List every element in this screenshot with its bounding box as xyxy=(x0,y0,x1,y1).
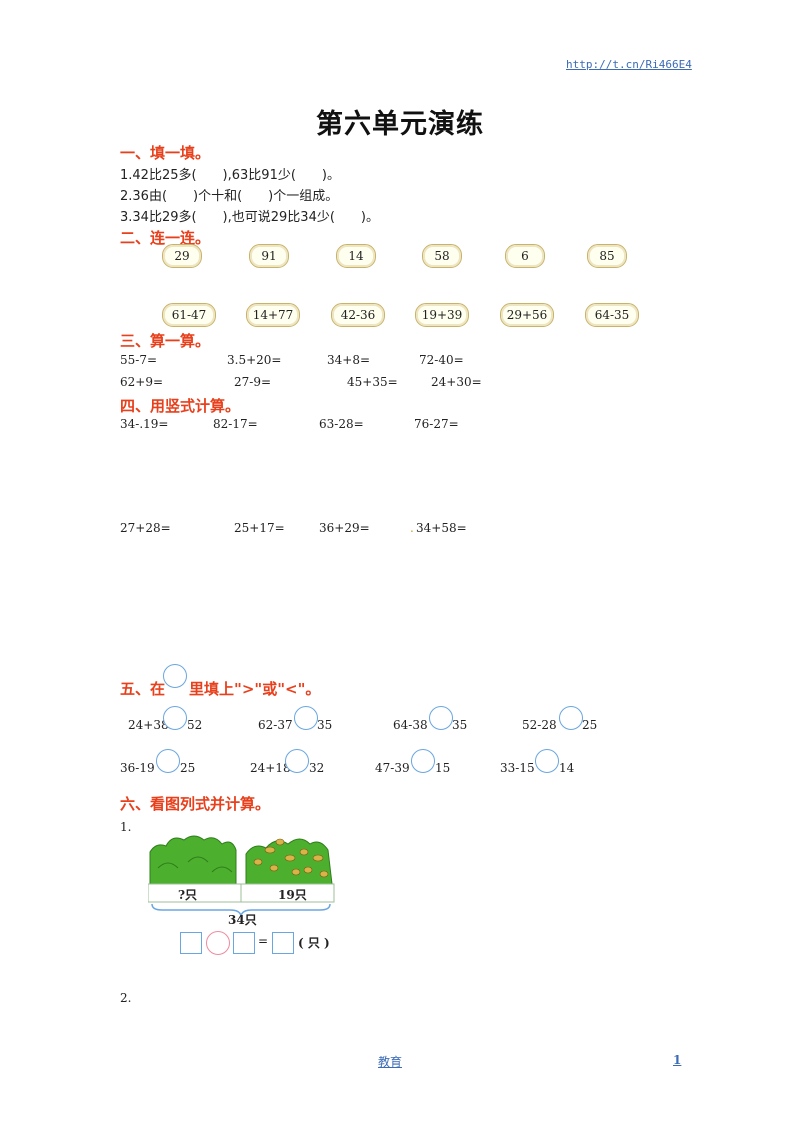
total-count-label: 34只 xyxy=(228,913,257,927)
question-number-2: 2. xyxy=(120,991,132,1005)
section4-heading: 四、用竖式计算。 xyxy=(120,397,241,415)
match-bottom-6[interactable]: 64-35 xyxy=(585,303,639,327)
answer-box-3[interactable] xyxy=(272,932,294,954)
question-number-1: 1. xyxy=(120,820,132,834)
vertical-calc-item: 27+28= xyxy=(120,521,171,535)
fill-line-2: 2.36由( )个十和( )个一组成。 xyxy=(120,189,339,204)
compare-circle[interactable] xyxy=(294,706,318,730)
vertical-calc-item: 36+29= xyxy=(319,521,370,535)
section2-heading: 二、连一连。 xyxy=(120,229,211,247)
vertical-calc-item: 76-27= xyxy=(414,417,459,431)
section5-heading: 五、在里填上">"或"<"。 xyxy=(120,680,321,698)
calc-item: 24+30= xyxy=(431,375,482,389)
answer-box-1[interactable] xyxy=(180,932,202,954)
compare-circle[interactable] xyxy=(411,749,435,773)
vertical-calc-item: 63-28= xyxy=(319,417,364,431)
match-top-6[interactable]: 85 xyxy=(587,244,627,268)
calc-item: 62+9= xyxy=(120,375,164,389)
match-bottom-5[interactable]: 29+56 xyxy=(500,303,554,327)
compare-right: 25 xyxy=(582,718,598,732)
match-bottom-3[interactable]: 42-36 xyxy=(331,303,385,327)
compare-circle[interactable] xyxy=(156,749,180,773)
compare-right: 35 xyxy=(452,718,468,732)
calc-item: 34+8= xyxy=(327,353,371,367)
calc-item: 55-7= xyxy=(120,353,158,367)
compare-left: 36-19 xyxy=(120,761,155,775)
heading-circle-icon xyxy=(163,664,187,688)
compare-left: 62-37 xyxy=(258,718,293,732)
compare-left: 64-38 xyxy=(393,718,428,732)
unknown-count-label: ?只 xyxy=(178,888,198,902)
compare-left: 24+38 xyxy=(128,718,169,732)
compare-right: 35 xyxy=(317,718,333,732)
vertical-calc-item: 34+58= xyxy=(416,521,467,535)
match-top-5[interactable]: 6 xyxy=(505,244,545,268)
fill-line-3: 3.34比29多( ),也可说29比34少( )。 xyxy=(120,210,379,225)
compare-circle[interactable] xyxy=(163,706,187,730)
calc-item: 27-9= xyxy=(234,375,272,389)
compare-right: 25 xyxy=(180,761,196,775)
compare-left: 47-39 xyxy=(375,761,410,775)
vertical-calc-item: 25+17= xyxy=(234,521,285,535)
unit-label: ( 只 ) xyxy=(298,936,330,950)
operator-circle[interactable] xyxy=(206,931,230,955)
compare-right: 32 xyxy=(309,761,325,775)
compare-right: 52 xyxy=(187,718,203,732)
answer-box-2[interactable] xyxy=(233,932,255,954)
compare-left: 24+18 xyxy=(250,761,291,775)
stray-dot: . xyxy=(410,521,414,535)
match-top-3[interactable]: 14 xyxy=(336,244,376,268)
match-top-1[interactable]: 29 xyxy=(162,244,202,268)
equals-sign: = xyxy=(258,934,269,948)
vertical-calc-item: 34-.19= xyxy=(120,417,169,431)
footer-link[interactable]: 教育 xyxy=(378,1055,403,1069)
calc-item: 3.5+20= xyxy=(227,353,282,367)
birds-bushes-illustration xyxy=(148,835,335,917)
compare-right: 15 xyxy=(435,761,451,775)
section3-heading: 三、算一算。 xyxy=(120,332,211,350)
match-bottom-2[interactable]: 14+77 xyxy=(246,303,300,327)
calc-item: 45+35= xyxy=(347,375,398,389)
page-title: 第六单元演练 xyxy=(316,109,484,140)
section1-heading: 一、填一填。 xyxy=(120,144,211,162)
vertical-calc-item: 82-17= xyxy=(213,417,258,431)
compare-right: 14 xyxy=(559,761,575,775)
compare-circle[interactable] xyxy=(559,706,583,730)
match-bottom-1[interactable]: 61-47 xyxy=(162,303,216,327)
section6-heading: 六、看图列式并计算。 xyxy=(120,795,271,813)
match-bottom-4[interactable]: 19+39 xyxy=(415,303,469,327)
match-top-2[interactable]: 91 xyxy=(249,244,289,268)
page-number: 1 xyxy=(673,1053,682,1067)
match-top-4[interactable]: 58 xyxy=(422,244,462,268)
compare-circle[interactable] xyxy=(285,749,309,773)
fill-line-1: 1.42比25多( ),63比91少( )。 xyxy=(120,168,340,183)
known-count-label: 19只 xyxy=(278,888,307,902)
calc-item: 72-40= xyxy=(419,353,464,367)
compare-left: 33-15 xyxy=(500,761,535,775)
compare-circle[interactable] xyxy=(429,706,453,730)
compare-circle[interactable] xyxy=(535,749,559,773)
compare-left: 52-28 xyxy=(522,718,557,732)
source-url[interactable]: http://t.cn/Ri466E4 xyxy=(566,58,692,71)
